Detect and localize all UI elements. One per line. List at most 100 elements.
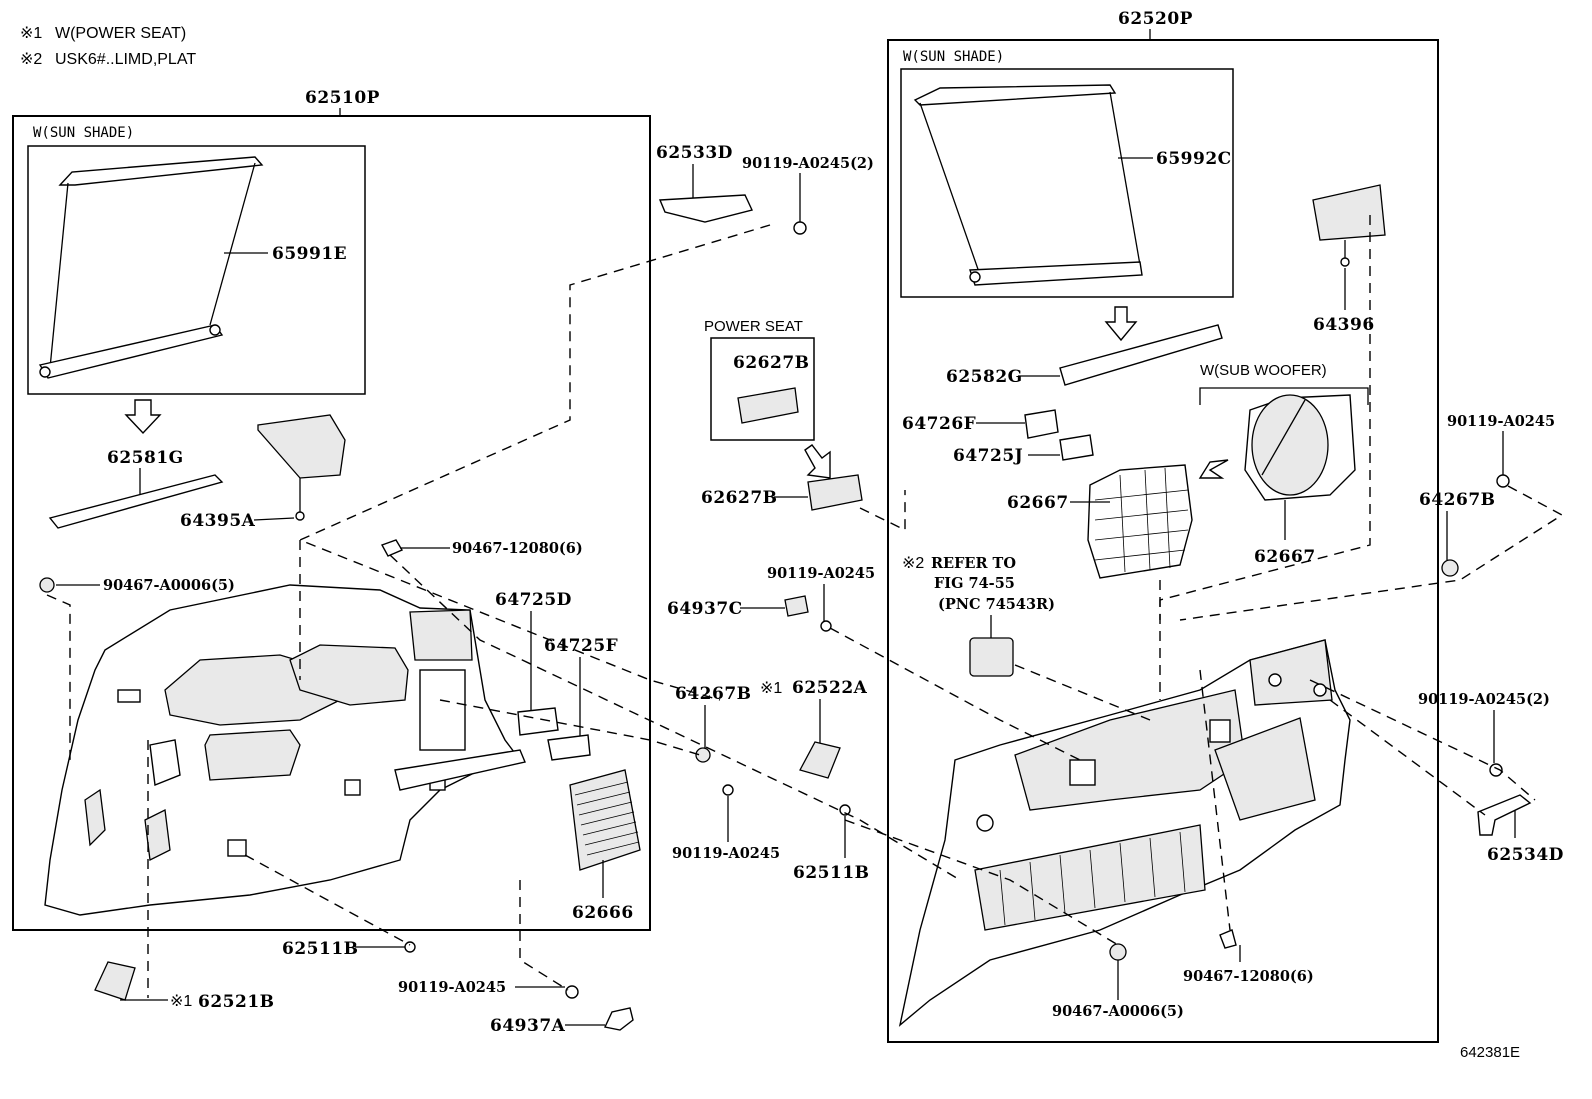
ref-note-line2[interactable]: FIG 74-55 — [934, 575, 1015, 592]
part-label-90467-12080-left[interactable]: 90467-12080(6) — [452, 540, 583, 557]
part-label-65991E[interactable]: 65991E — [272, 244, 347, 264]
power-seat-caption: POWER SEAT — [704, 318, 803, 335]
bracket-64725D-shape — [517, 707, 559, 736]
part-label-62511B-left[interactable]: 62511B — [282, 939, 359, 959]
part-label-64396[interactable]: 64396 — [1313, 315, 1375, 335]
right-sunshade-caption: W(SUN SHADE) — [903, 49, 1004, 65]
far-right-parts: 90119-A0245 64267B 90119-A0245(2) 62534D — [1418, 413, 1564, 865]
part-label-62627B-box[interactable]: 62627B — [733, 353, 810, 373]
note-1-mark: ※1 — [20, 25, 42, 42]
clip-90467-A0006-shape — [39, 577, 55, 593]
part-label-90467-A0006-left[interactable]: 90467-A0006(5) — [103, 577, 235, 594]
middle-parts: 62533D 90119-A0245(2) POWER SEAT 62627B … — [656, 143, 875, 883]
part-label-90119-A0245-2-top[interactable]: 90119-A0245(2) — [742, 155, 874, 172]
bezel-62627B-shape — [807, 474, 863, 511]
clip-icon — [1340, 257, 1350, 267]
grille-62666-shape — [569, 769, 641, 871]
assembly-part-number-62520P[interactable]: 62520P — [1118, 9, 1193, 29]
part-mark-62522A: ※1 — [760, 680, 782, 697]
screw-icon — [1489, 763, 1503, 777]
part-label-90467-12080-right[interactable]: 90467-12080(6) — [1183, 968, 1314, 985]
part-label-64725J[interactable]: 64725J — [953, 446, 1023, 466]
part-label-64267B-right[interactable]: 64267B — [1419, 490, 1496, 510]
part-label-62521B[interactable]: 62521B — [198, 992, 275, 1012]
left-quarter-trim-panel-shape — [44, 584, 526, 916]
part-label-62582G[interactable]: 62582G — [946, 367, 1023, 387]
down-arrow-icon — [124, 399, 162, 435]
clip-62511B-shape — [839, 804, 851, 816]
part-label-90119-A0245-low[interactable]: 90119-A0245 — [672, 845, 780, 862]
down-arrow-icon — [1104, 306, 1138, 342]
clip-90467-12080-shape — [1219, 929, 1237, 949]
part-label-64725F[interactable]: 64725F — [544, 636, 618, 656]
power-seat-frame — [710, 337, 815, 441]
right-assembly-group: 62520P W(SUN SHADE) 65992C 62582G 64396 … — [887, 9, 1439, 1043]
footnotes: ※1 W(POWER SEAT) ※2 USK6#..LIMD,PLAT — [20, 25, 196, 68]
assembly-part-number-62510P[interactable]: 62510P — [305, 88, 380, 108]
left-loose-parts: 62511B 90119-A0245 64937A ※1 62521B — [94, 939, 634, 1036]
left-sunshade-caption: W(SUN SHADE) — [33, 125, 134, 141]
part-label-90119-A0245-bottom[interactable]: 90119-A0245 — [398, 979, 506, 996]
part-label-62667-panel[interactable]: 62667 — [1007, 493, 1069, 513]
part-label-62666[interactable]: 62666 — [572, 903, 634, 923]
part-label-90119-A0245-2-right[interactable]: 90119-A0245(2) — [1418, 691, 1550, 708]
part-label-90119-A0245-mid[interactable]: 90119-A0245 — [767, 565, 875, 582]
part-label-90467-A0006-right[interactable]: 90467-A0006(5) — [1052, 1003, 1184, 1020]
left-arrow-icon — [1198, 459, 1229, 479]
note-2-text: USK6#..LIMD,PLAT — [55, 51, 196, 68]
bracket-64725F-shape — [547, 734, 591, 761]
part-label-64726F[interactable]: 64726F — [902, 414, 976, 434]
right-sunshade-frame — [900, 68, 1234, 298]
part-label-64395A[interactable]: 64395A — [180, 511, 256, 531]
part-mark-62521B: ※1 — [170, 993, 192, 1010]
part-label-64937A[interactable]: 64937A — [490, 1016, 566, 1036]
bracket-62534D-shape — [1477, 794, 1532, 836]
right-quarter-trim-panel-shape — [898, 639, 1351, 1027]
clip-64267B-shape — [695, 747, 711, 763]
note-1-text: W(POWER SEAT) — [55, 25, 186, 42]
switch-62627B-shape — [737, 387, 799, 424]
part-label-90119-A0245-right[interactable]: 90119-A0245 — [1447, 413, 1555, 430]
part-label-65992C[interactable]: 65992C — [1156, 149, 1232, 169]
clip-90467-12080-shape — [380, 539, 404, 557]
screw-icon — [1496, 474, 1510, 488]
part-label-62667-woofer[interactable]: 62667 — [1254, 547, 1316, 567]
screw-icon — [722, 784, 734, 796]
cap-64396-shape — [1312, 184, 1386, 241]
bracket-64726F-shape — [1024, 409, 1059, 439]
sub-woofer-bracket — [1199, 387, 1369, 405]
note-2-mark: ※2 — [20, 51, 42, 68]
part-label-62522A[interactable]: 62522A — [792, 678, 868, 698]
clip-62511B-shape — [404, 941, 416, 953]
right-assembly-frame — [887, 39, 1439, 1043]
screw-icon — [793, 221, 807, 235]
switch-62521B-shape — [94, 961, 136, 1001]
part-label-64267B-mid[interactable]: 64267B — [675, 684, 752, 704]
left-assembly-group: 62510P W(SUN SHADE) 65991E 62581G 64395A — [12, 88, 651, 931]
left-assembly-frame — [12, 115, 651, 931]
clip-64267B-shape — [1441, 559, 1459, 577]
clip-icon — [295, 511, 305, 521]
bracket-62533D-shape — [658, 194, 753, 223]
cover-64937C-shape — [784, 595, 809, 617]
ref-note-line3: (PNC 74543R) — [938, 596, 1055, 613]
part-label-64725D[interactable]: 64725D — [495, 590, 572, 610]
leader-line — [253, 517, 295, 521]
part-label-62627B[interactable]: 62627B — [701, 488, 778, 508]
clip-90467-A0006-shape — [1109, 943, 1127, 961]
cover-74543R-shape — [969, 637, 1014, 677]
ref-note-mark: ※2 — [902, 555, 924, 572]
assembly-dashed-lines — [46, 215, 1564, 998]
part-label-62533D[interactable]: 62533D — [656, 143, 733, 163]
cover-64937A-shape — [603, 1007, 634, 1031]
down-arrow-icon — [804, 444, 831, 479]
screw-icon — [565, 985, 579, 999]
sub-woofer-caption: W(SUB WOOFER) — [1200, 362, 1327, 379]
rail-62582G-shape — [1059, 324, 1223, 386]
part-label-64937C[interactable]: 64937C — [667, 599, 743, 619]
part-label-62511B-mid[interactable]: 62511B — [793, 863, 870, 883]
part-label-62534D[interactable]: 62534D — [1487, 845, 1564, 865]
ref-note-line1: REFER TO — [931, 555, 1016, 572]
part-label-62581G[interactable]: 62581G — [107, 448, 184, 468]
